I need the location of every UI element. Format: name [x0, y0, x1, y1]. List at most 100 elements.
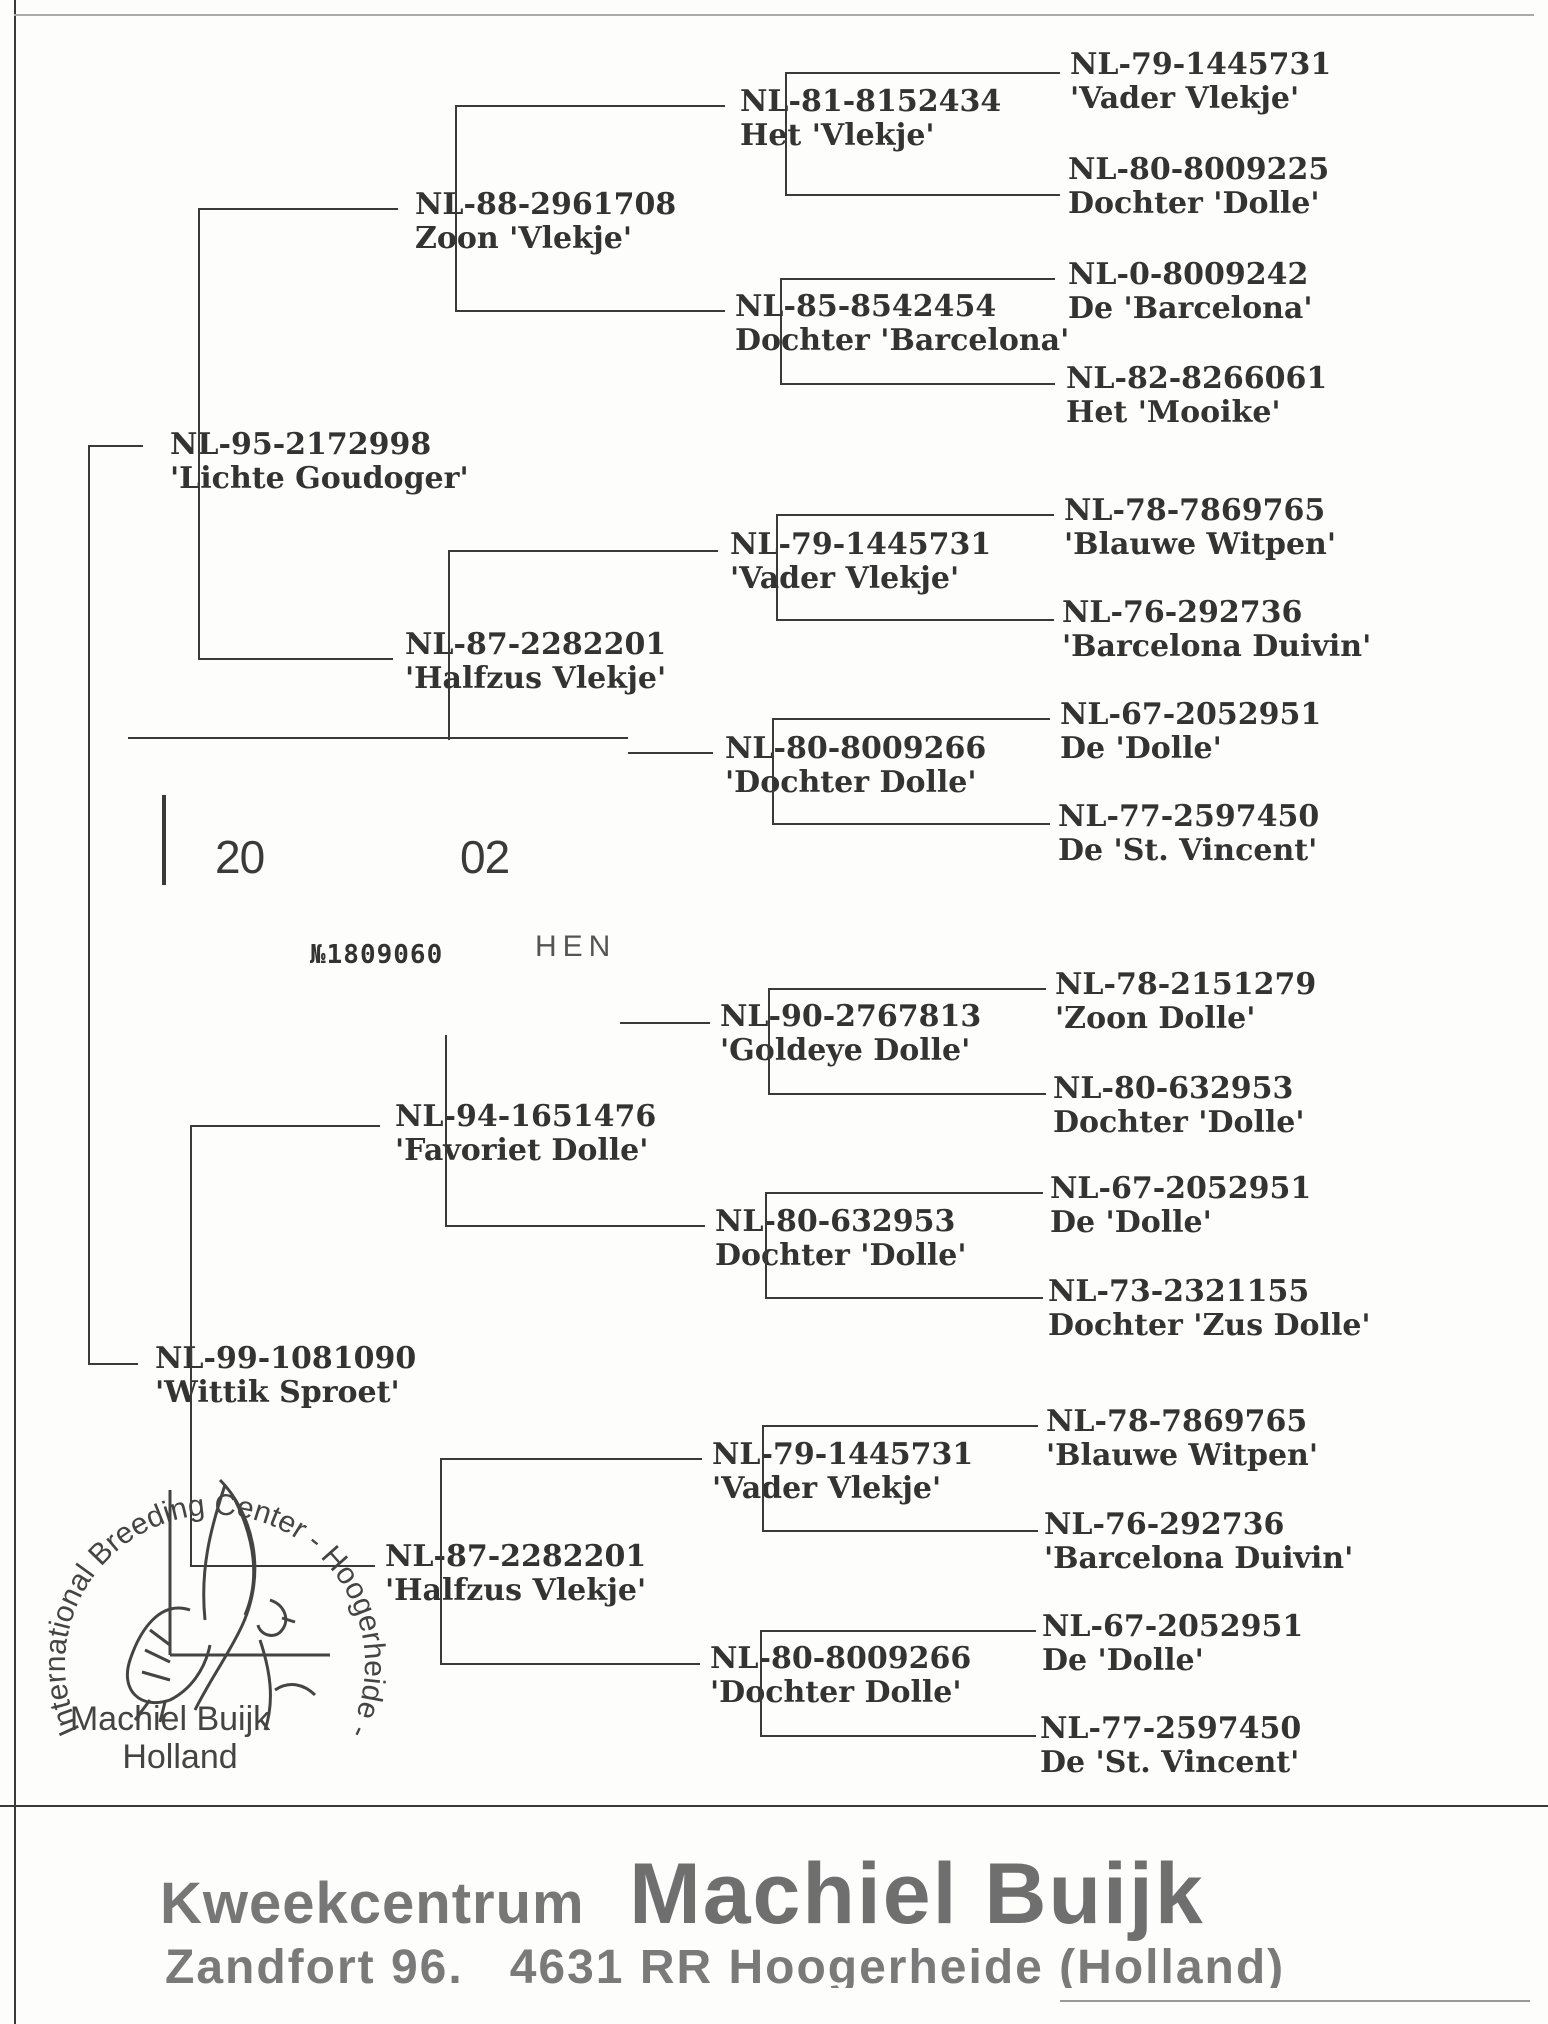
sss-top-line: [785, 72, 1060, 74]
sds-dam-ring: NL-76-292736: [1062, 595, 1303, 630]
year-left: 20: [215, 831, 265, 883]
ssd-sire-name: De 'Barcelona': [1068, 291, 1313, 326]
subject-to-dam-line: [88, 1363, 138, 1365]
sss-bottom-line: [785, 194, 1060, 196]
dam-dam-vertical: [440, 1458, 442, 1663]
dds-top-line: [762, 1425, 1038, 1427]
subject-to-sire-line: [88, 445, 143, 447]
dam-sire-vertical: [445, 1035, 447, 1225]
sds-ring: NL-79-1445731: [730, 527, 992, 562]
sss-dam: NL-80-8009225 Dochter 'Dolle': [1068, 153, 1329, 221]
sds-bottom-line: [776, 619, 1054, 621]
footer-heading: Kweekcentrum Machiel Buijk: [160, 1845, 1205, 1944]
subject-vertical-line: [88, 445, 90, 1365]
ssd-dam: NL-82-8266061 Het 'Mooike': [1066, 362, 1327, 430]
ssd-sire-ring: NL-0-8009242: [1068, 257, 1309, 292]
sss-dam-name: Dochter 'Dolle': [1068, 186, 1320, 221]
sire-dam-name: 'Halfzus Vlekje': [405, 661, 667, 696]
footer-bottom-rule: [1060, 2000, 1530, 2002]
dss-sire-ring: NL-78-2151279: [1055, 967, 1317, 1002]
dsd-sire: NL-67-2052951 De 'Dolle': [1050, 1172, 1311, 1240]
dsd-ring: NL-80-632953: [715, 1204, 956, 1239]
ssd-top-line: [780, 278, 1055, 280]
sss-name: Het 'Vlekje': [740, 118, 935, 153]
sire-sire-dam: NL-85-8542454 Dochter 'Barcelona': [735, 290, 1069, 358]
dds-vertical: [762, 1425, 764, 1530]
sdd-dam-ring: NL-77-2597450: [1058, 799, 1320, 834]
eagle-icon: [125, 1478, 330, 1731]
sdd-name: 'Dochter Dolle': [725, 765, 977, 800]
dds-dam-ring: NL-76-292736: [1044, 1507, 1285, 1542]
sds-sire-ring: NL-78-7869765: [1064, 493, 1326, 528]
dds-name: 'Vader Vlekje': [712, 1471, 942, 1506]
stamp-bar: [162, 795, 166, 885]
ssd-ring: NL-85-8542454: [735, 289, 997, 324]
dds-sire-ring: NL-78-7869765: [1046, 1404, 1308, 1439]
dds-dam-name: 'Barcelona Duivin': [1044, 1541, 1354, 1576]
dss-name: 'Goldeye Dolle': [720, 1033, 971, 1068]
ddd-vertical: [760, 1630, 762, 1735]
sdd-dam-name: De 'St. Vincent': [1058, 833, 1318, 868]
sss-sire-ring: NL-79-1445731: [1070, 47, 1332, 82]
left-border: [14, 0, 16, 2024]
footer-label: Kweekcentrum: [160, 1871, 585, 1936]
logo-ring-text: International Breeding Center - Hoogerhe…: [20, 1430, 391, 1744]
dd-to-dds-line: [440, 1458, 702, 1460]
ring-serial: №1809060: [310, 940, 444, 970]
breeding-center-logo: International Breeding Center - Hoogerhe…: [20, 1430, 391, 1776]
dsd-vertical: [765, 1192, 767, 1297]
ddd-sire: NL-67-2052951 De 'Dolle': [1042, 1610, 1303, 1678]
dss-bottom-line: [768, 1093, 1046, 1095]
sd-to-sds-line: [448, 550, 718, 552]
dam-vertical-line: [190, 1125, 192, 1565]
sd-to-sdd-line: [628, 752, 713, 754]
sire-dam-dam: NL-80-8009266 'Dochter Dolle': [725, 732, 986, 800]
sire-dam-vertical: [448, 550, 450, 740]
ddd-ring: NL-80-8009266: [710, 1641, 972, 1676]
sds-sire: NL-78-7869765 'Blauwe Witpen': [1064, 494, 1336, 562]
dam-dam: NL-87-2282201 'Halfzus Vlekje': [385, 1540, 646, 1608]
ddd-top-line: [760, 1630, 1036, 1632]
dsd-sire-name: De 'Dolle': [1050, 1205, 1212, 1240]
sdd-bottom-line: [772, 823, 1050, 825]
year-right: 02: [460, 831, 510, 883]
dam-dam-dam: NL-80-8009266 'Dochter Dolle': [710, 1642, 971, 1710]
sire: NL-95-2172998 'Lichte Goudoger': [170, 428, 469, 496]
ssd-sire: NL-0-8009242 De 'Barcelona': [1068, 258, 1313, 326]
sdd-sire: NL-67-2052951 De 'Dolle': [1060, 698, 1321, 766]
ssd-bottom-line: [780, 383, 1055, 385]
dsd-name: Dochter 'Dolle': [715, 1238, 967, 1273]
ddd-dam-ring: NL-77-2597450: [1040, 1711, 1302, 1746]
sds-vertical: [776, 514, 778, 619]
logo-center-line2: Holland: [122, 1738, 237, 1776]
sss-vertical: [785, 72, 787, 194]
dam-dam-sire: NL-79-1445731 'Vader Vlekje': [712, 1438, 973, 1506]
dam-dam-name: 'Halfzus Vlekje': [385, 1573, 647, 1608]
sire-sire-name: Zoon 'Vlekje': [415, 221, 633, 256]
sss-dam-ring: NL-80-8009225: [1068, 152, 1330, 187]
ssd-name: Dochter 'Barcelona': [735, 323, 1070, 358]
ssd-vertical: [780, 278, 782, 383]
footer-brand: Machiel Buijk: [629, 1846, 1205, 1942]
sex-note: HEN: [535, 930, 617, 963]
dds-sire: NL-78-7869765 'Blauwe Witpen': [1046, 1405, 1318, 1473]
dsd-dam-ring: NL-73-2321155: [1048, 1274, 1310, 1309]
sire-sire-sire: NL-81-8152434 Het 'Vlekje': [740, 85, 1001, 153]
ss-to-ssd-line: [455, 310, 725, 312]
sire-dam-horizontal-rule: [128, 737, 628, 739]
svg-text:International Breeding Center: International Breeding Center - Hoogerhe…: [20, 1430, 391, 1744]
sds-dam-name: 'Barcelona Duivin': [1062, 629, 1372, 664]
dds-dam: NL-76-292736 'Barcelona Duivin': [1044, 1508, 1353, 1576]
sire-vertical-line: [198, 208, 200, 660]
dss-dam-ring: NL-80-632953: [1053, 1071, 1294, 1106]
footer-top-rule: [0, 1805, 1548, 1807]
ds-to-dss-line: [620, 1022, 710, 1024]
footer-address: Zandfort 96. 4631 RR Hoogerheide (Hollan…: [165, 1941, 1286, 1988]
sdd-sire-ring: NL-67-2052951: [1060, 697, 1322, 732]
dss-sire-name: 'Zoon Dolle': [1055, 1001, 1256, 1036]
sire-to-sire-dam-line: [198, 658, 393, 660]
sss-sire: NL-79-1445731 'Vader Vlekje': [1070, 48, 1331, 116]
dd-to-ddd-line: [440, 1663, 700, 1665]
dam-ring: NL-99-1081090: [155, 1341, 417, 1376]
